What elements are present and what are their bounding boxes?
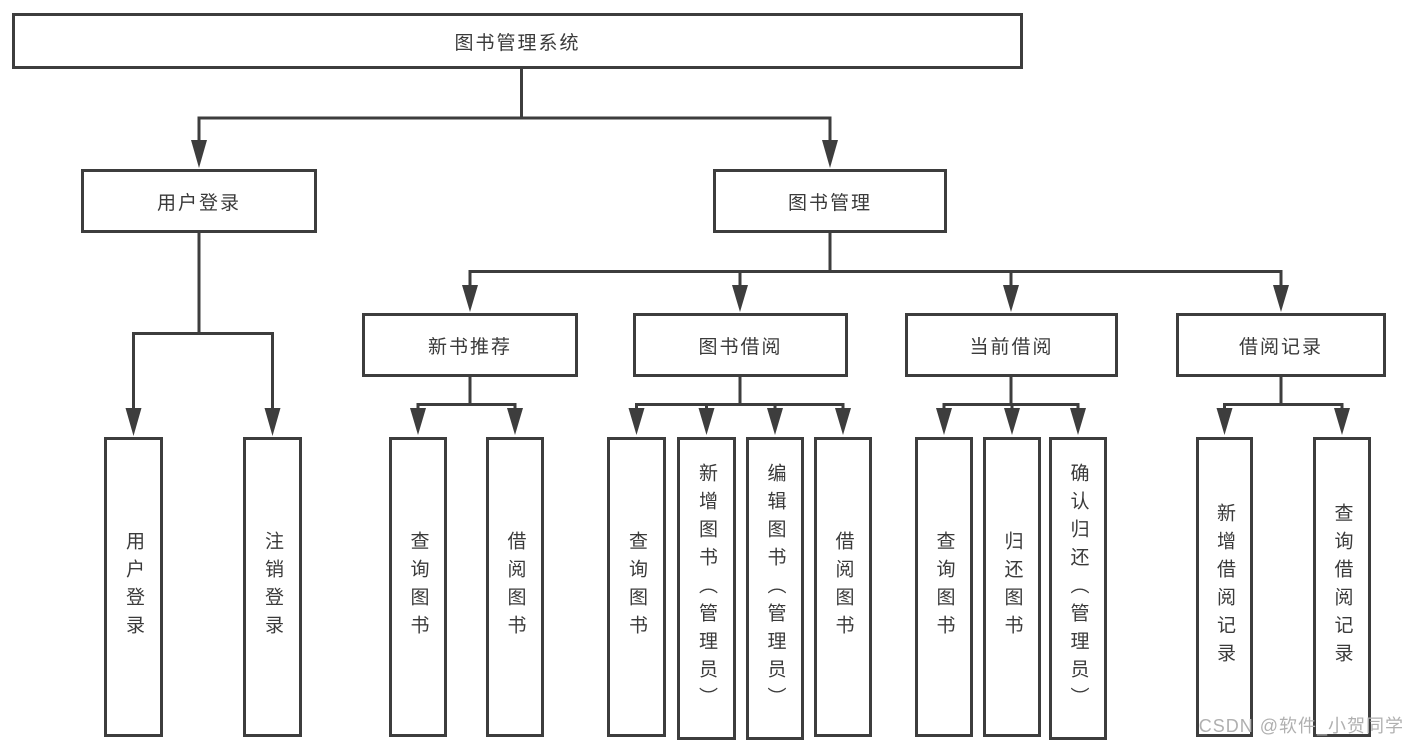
node-user-login: 用户登录: [81, 169, 317, 233]
node-new-book-recommend: 新书推荐: [362, 313, 578, 377]
edge-newbook-trunk: [416, 377, 517, 412]
leaf-query-books-current: 查询图书: [915, 437, 973, 737]
edge-bookmgmt-trunk: [468, 233, 1283, 287]
leaf-user-login: 用户登录: [104, 437, 163, 737]
node-current-borrowing: 当前借阅: [905, 313, 1118, 377]
edge-current-trunk: [942, 377, 1080, 412]
edge-userlogin-trunk: [132, 233, 274, 410]
leaf-add-borrow-record: 新增借阅记录: [1196, 437, 1253, 737]
node-borrowing-records: 借阅记录: [1176, 313, 1386, 377]
node-book-borrowing: 图书借阅: [633, 313, 848, 377]
leaf-borrow-books-borrow: 借阅图书: [814, 437, 872, 737]
leaf-edit-books-admin: 编辑图书（管理员）: [746, 437, 804, 740]
leaf-add-books-admin: 新增图书（管理员）: [677, 437, 736, 740]
edge-root-trunk: [197, 68, 832, 142]
leaf-logout: 注销登录: [243, 437, 302, 737]
leaf-return-books: 归还图书: [983, 437, 1041, 737]
edge-records-trunk: [1223, 377, 1344, 412]
arrowheads: [125, 140, 1350, 436]
leaf-query-books-newbook: 查询图书: [389, 437, 447, 737]
leaf-confirm-return-admin: 确认归还（管理员）: [1049, 437, 1107, 740]
csdn-watermark: CSDN @软件_小贺同学: [1198, 716, 1404, 736]
leaf-query-books-borrow: 查询图书: [607, 437, 666, 737]
edge-borrow-trunk: [635, 377, 845, 412]
node-book-management: 图书管理: [713, 169, 947, 233]
leaf-query-borrow-record: 查询借阅记录: [1313, 437, 1371, 737]
leaf-borrow-books-newbook: 借阅图书: [486, 437, 544, 737]
node-library-management-system: 图书管理系统: [12, 13, 1023, 69]
